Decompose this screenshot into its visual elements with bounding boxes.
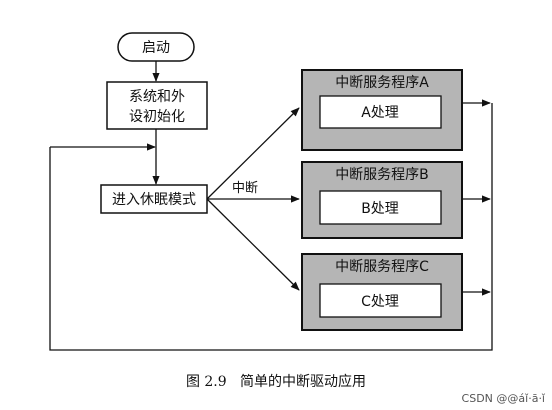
interrupt-label: 中断 — [232, 181, 258, 196]
sleep-label: 进入休眠模式 — [112, 192, 196, 208]
arrow-sleep-to-isr-c — [206, 198, 300, 291]
isr-c-body: C处理 — [361, 294, 399, 310]
init-label-line1: 系统和外 — [129, 89, 185, 105]
return-loop-line — [49, 103, 493, 351]
init-node: 系统和外 设初始化 — [106, 81, 208, 130]
csdn-watermark: CSDN @@áǐ·ā·ǐ — [462, 392, 546, 405]
isr-a-block: 中断服务程序A A处理 — [301, 69, 463, 151]
isr-a-title: 中断服务程序A — [335, 75, 429, 91]
arrow-sleep-to-isr-a — [206, 107, 300, 200]
isr-b-body: B处理 — [361, 201, 399, 217]
start-node: 启动 — [117, 32, 195, 62]
init-label-line2: 设初始化 — [129, 108, 185, 125]
figure-caption: 图 2.9 简单的中断驱动应用 — [186, 373, 366, 390]
isr-c-block: 中断服务程序C C处理 — [301, 253, 463, 331]
sleep-node: 进入休眠模式 — [100, 184, 208, 214]
isr-b-block: 中断服务程序B B处理 — [301, 161, 463, 239]
isr-a-body: A处理 — [361, 105, 399, 121]
isr-b-title: 中断服务程序B — [335, 167, 429, 183]
start-label: 启动 — [142, 40, 170, 56]
isr-c-title: 中断服务程序C — [335, 259, 429, 275]
